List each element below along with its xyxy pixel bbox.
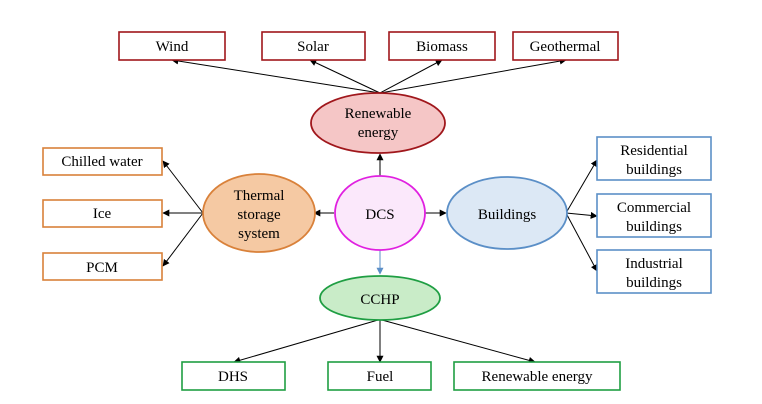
arrow-renewable-geothermal — [379, 57, 567, 94]
label-geothermal: Geothermal — [530, 39, 601, 55]
label-renewable-line2: energy — [358, 125, 399, 141]
node-renewable-energy — [310, 92, 446, 154]
label-pcm: PCM — [86, 260, 118, 276]
node-thermal-storage — [202, 173, 316, 253]
thermal-items: Chilled water Ice PCM — [42, 147, 163, 281]
label-industrial-line2: buildings — [626, 275, 682, 291]
box-residential — [596, 136, 712, 181]
arrow-renewable-solar — [309, 59, 381, 94]
box-ice — [42, 199, 163, 228]
arrow-buildings-industrial — [565, 212, 598, 272]
label-thermal-line3: system — [238, 226, 280, 242]
label-commercial-line1: Commercial — [617, 200, 691, 216]
box-pcm — [42, 252, 163, 281]
box-chilled-water — [42, 147, 163, 176]
label-chilled-water: Chilled water — [61, 154, 142, 170]
label-dhs: DHS — [218, 369, 248, 385]
box-industrial — [596, 249, 712, 294]
building-items: Residential buildings Commercial buildin… — [596, 136, 712, 294]
box-renewable-energy — [453, 361, 621, 391]
arrow-thermal-chilled — [162, 160, 204, 214]
box-dhs — [181, 361, 286, 391]
label-biomass: Biomass — [416, 39, 468, 55]
renewable-sources: Wind Solar Biomass Geothermal — [118, 31, 619, 61]
cchp-items: DHS Fuel Renewable energy — [181, 361, 621, 391]
arrow-buildings-commercial — [565, 211, 598, 219]
label-commercial-line2: buildings — [626, 219, 682, 235]
label-ice: Ice — [93, 206, 112, 222]
label-renewable-line1: Renewable — [345, 106, 412, 122]
label-thermal-line2: storage — [237, 207, 281, 223]
box-wind — [118, 31, 226, 61]
box-solar — [261, 31, 366, 61]
node-buildings — [446, 176, 568, 250]
arrow-renewable-wind — [171, 57, 381, 94]
label-dcs: DCS — [365, 207, 394, 223]
arrow-buildings-residential — [565, 159, 598, 214]
label-solar: Solar — [297, 39, 329, 55]
label-thermal-line1: Thermal — [234, 188, 285, 204]
node-dcs — [334, 175, 426, 251]
label-residential-line2: buildings — [626, 162, 682, 178]
arrow-thermal-pcm — [162, 212, 204, 267]
label-fuel: Fuel — [367, 369, 394, 385]
label-cchp: CCHP — [360, 292, 399, 308]
arrow-cchp-dhs — [233, 319, 379, 364]
box-commercial — [596, 193, 712, 238]
label-buildings: Buildings — [478, 207, 537, 223]
box-fuel — [327, 361, 432, 391]
label-industrial-line1: Industrial — [625, 256, 683, 272]
label-renewable-energy: Renewable energy — [482, 369, 593, 385]
arrow-renewable-biomass — [379, 59, 443, 94]
label-residential-line1: Residential — [620, 143, 688, 159]
arrow-cchp-renewable — [381, 319, 536, 364]
node-cchp — [319, 275, 441, 321]
box-biomass — [388, 31, 496, 61]
label-wind: Wind — [156, 39, 189, 55]
connector-arrows — [162, 57, 598, 364]
box-geothermal — [512, 31, 619, 61]
